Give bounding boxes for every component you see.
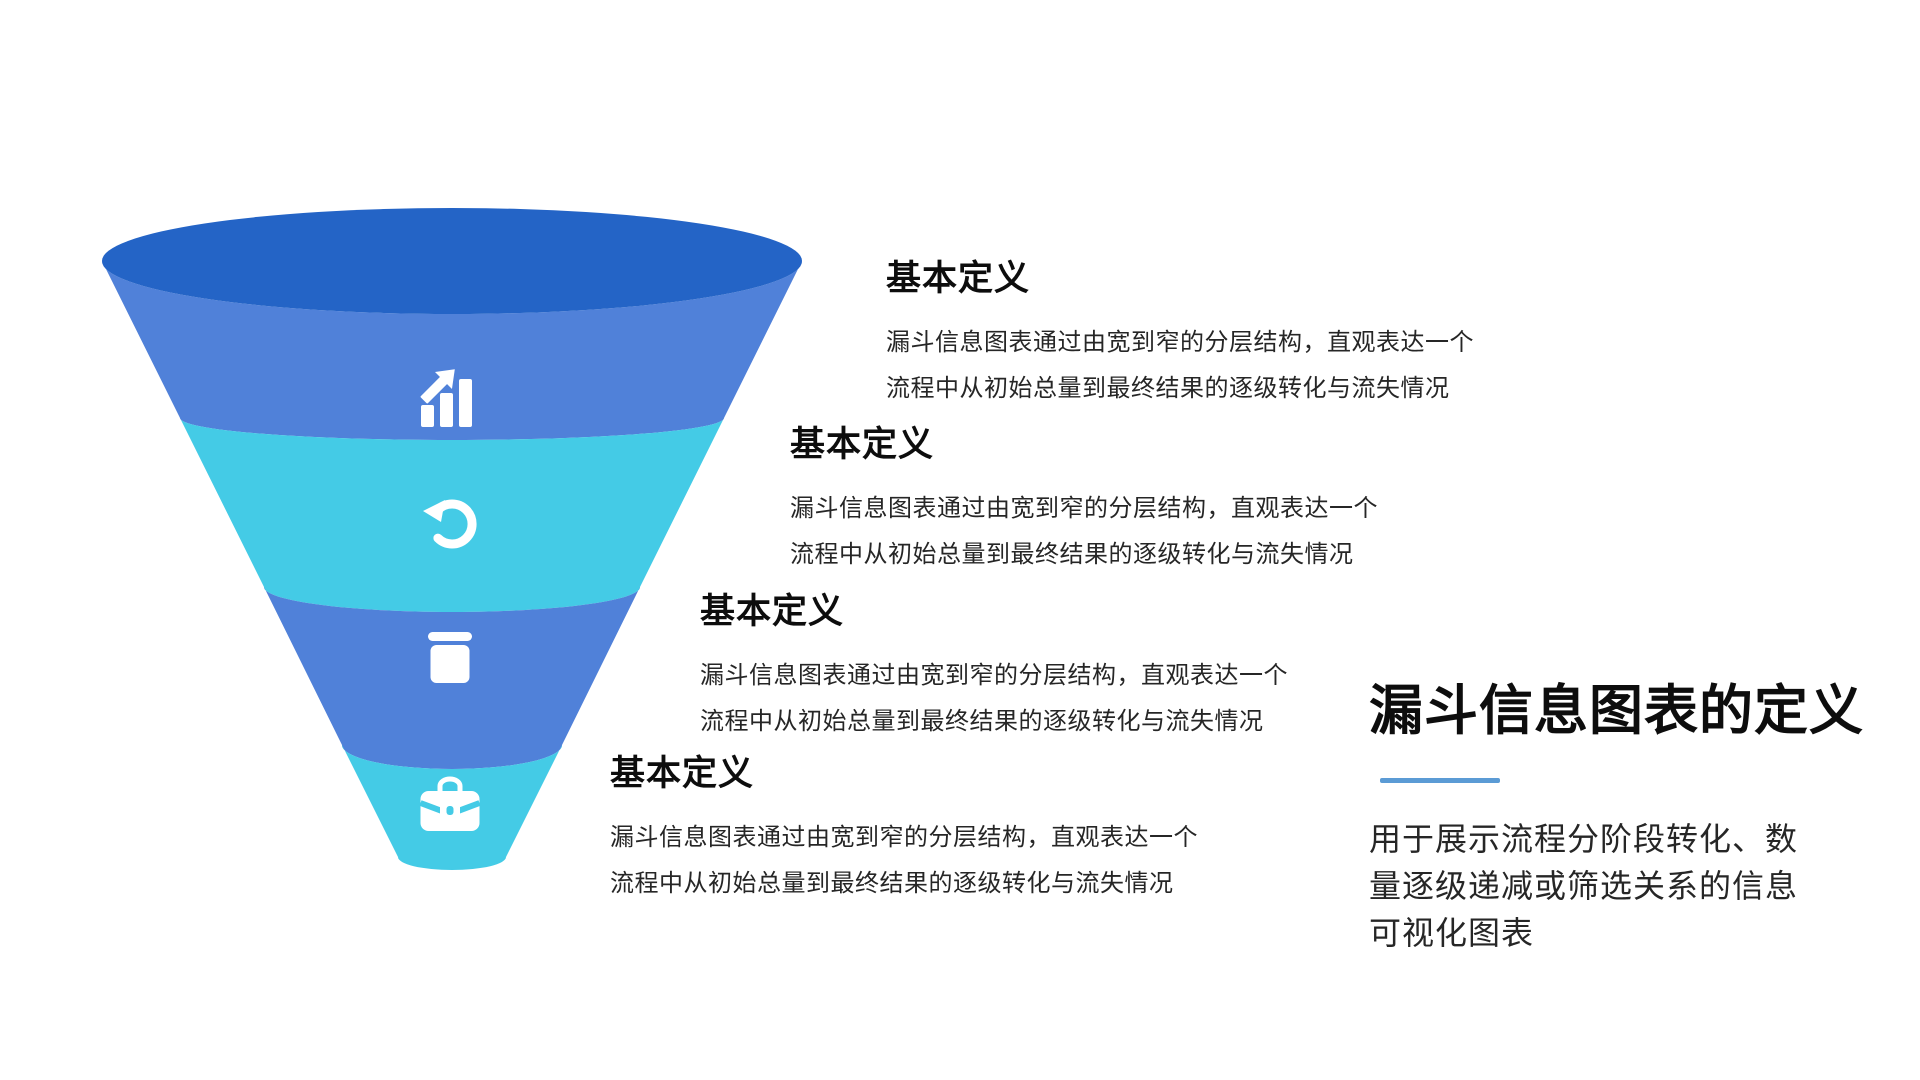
callout-body-line: 漏斗信息图表通过由宽到窄的分层结构，直观表达一个 — [886, 329, 1474, 356]
callout-title: 基本定义 — [886, 259, 1031, 298]
rotate-arc — [433, 499, 477, 549]
callout-body: 漏斗信息图表通过由宽到窄的分层结构，直观表达一个 流程中从初始总量到最终结果的逐… — [790, 486, 1378, 578]
rotate-ccw-icon — [423, 499, 477, 549]
callout-title: 基本定义 — [700, 592, 845, 631]
callout-body-line: 流程中从初始总量到最终结果的逐级转化与流失情况 — [700, 708, 1264, 735]
briefcase-icon — [419, 776, 481, 831]
funnel-callout-3: 基本定义 漏斗信息图表通过由宽到窄的分层结构，直观表达一个 流程中从初始总量到最… — [700, 591, 1288, 745]
accent-underline — [1380, 778, 1500, 783]
funnel-callout-1: 基本定义 漏斗信息图表通过由宽到窄的分层结构，直观表达一个 流程中从初始总量到最… — [886, 258, 1474, 412]
bar-medium — [440, 393, 453, 427]
callout-title: 基本定义 — [790, 425, 935, 464]
callout-title: 基本定义 — [610, 754, 755, 793]
funnel-layer-2 — [180, 418, 724, 612]
funnel-layer-1 — [102, 261, 802, 440]
definition-panel: 漏斗信息图表的定义 用于展示流程分阶段转化、数 量逐级递减或筛选关系的信息 可视… — [1369, 680, 1869, 957]
callout-body-line: 流程中从初始总量到最终结果的逐级转化与流失情况 — [886, 375, 1450, 402]
bar-tall — [459, 379, 472, 427]
trash-lid — [428, 632, 472, 641]
rotate-arrowhead — [423, 500, 445, 522]
callout-body-line: 漏斗信息图表通过由宽到窄的分层结构，直观表达一个 — [610, 824, 1198, 851]
callout-body: 漏斗信息图表通过由宽到窄的分层结构，直观表达一个 流程中从初始总量到最终结果的逐… — [610, 815, 1198, 907]
panel-body-line: 可视化图表 — [1369, 915, 1535, 951]
up-arrow — [420, 369, 455, 404]
callout-body-line: 流程中从初始总量到最终结果的逐级转化与流失情况 — [790, 541, 1354, 568]
panel-body-line: 量逐级递减或筛选关系的信息 — [1369, 868, 1799, 904]
callout-body: 漏斗信息图表通过由宽到窄的分层结构，直观表达一个 流程中从初始总量到最终结果的逐… — [700, 653, 1288, 745]
growth-chart-icon — [420, 369, 472, 427]
callout-body-line: 漏斗信息图表通过由宽到窄的分层结构，直观表达一个 — [790, 495, 1378, 522]
funnel-callout-4: 基本定义 漏斗信息图表通过由宽到窄的分层结构，直观表达一个 流程中从初始总量到最… — [610, 753, 1198, 907]
callout-body-line: 漏斗信息图表通过由宽到窄的分层结构，直观表达一个 — [700, 662, 1288, 689]
callout-body-line: 流程中从初始总量到最终结果的逐级转化与流失情况 — [610, 870, 1174, 897]
briefcase-handle — [437, 776, 463, 791]
funnel-callout-2: 基本定义 漏斗信息图表通过由宽到窄的分层结构，直观表达一个 流程中从初始总量到最… — [790, 424, 1378, 578]
panel-title: 漏斗信息图表的定义 — [1369, 681, 1864, 741]
bar-short — [421, 405, 434, 427]
panel-body-line: 用于展示流程分阶段转化、数 — [1369, 821, 1799, 857]
callout-body: 漏斗信息图表通过由宽到窄的分层结构，直观表达一个 流程中从初始总量到最终结果的逐… — [886, 320, 1474, 412]
trash-body — [430, 645, 470, 683]
panel-body: 用于展示流程分阶段转化、数 量逐级递减或筛选关系的信息 可视化图表 — [1369, 816, 1869, 957]
trash-icon — [428, 632, 472, 683]
briefcase-latch-slot — [446, 806, 454, 815]
funnel-top-ellipse — [102, 208, 802, 314]
